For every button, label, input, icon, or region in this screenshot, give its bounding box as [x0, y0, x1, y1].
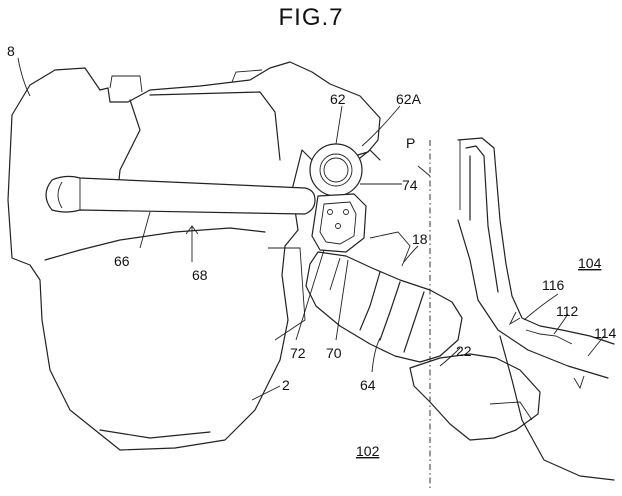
label-116: 116 — [542, 277, 565, 293]
throttle-body-62 — [309, 143, 381, 197]
label-22: 22 — [456, 343, 472, 359]
figure-title: FIG.7 — [278, 4, 344, 31]
label-64: 64 — [360, 377, 376, 393]
label-66: 66 — [114, 253, 130, 269]
intake-duct-64 — [305, 231, 463, 363]
label-8: 8 — [7, 43, 15, 59]
label-p: P — [406, 135, 415, 151]
label-2: 2 — [282, 377, 290, 393]
label-18: 18 — [412, 231, 428, 247]
body-panel-104 — [457, 137, 615, 481]
label-72: 72 — [290, 345, 306, 361]
leader-lines — [17, 57, 605, 401]
label-114: 114 — [594, 325, 617, 341]
label-62: 62 — [330, 91, 346, 107]
label-62a: 62A — [396, 91, 422, 107]
pipe-66 — [45, 175, 316, 215]
intake-duct-22 — [409, 353, 541, 441]
engine-block — [7, 61, 381, 451]
label-104: 104 — [578, 255, 602, 271]
label-74: 74 — [402, 177, 418, 193]
label-102: 102 — [356, 443, 380, 459]
label-70: 70 — [326, 345, 342, 361]
label-68: 68 — [192, 267, 208, 283]
label-112: 112 — [556, 303, 579, 319]
component-72 — [311, 193, 367, 253]
